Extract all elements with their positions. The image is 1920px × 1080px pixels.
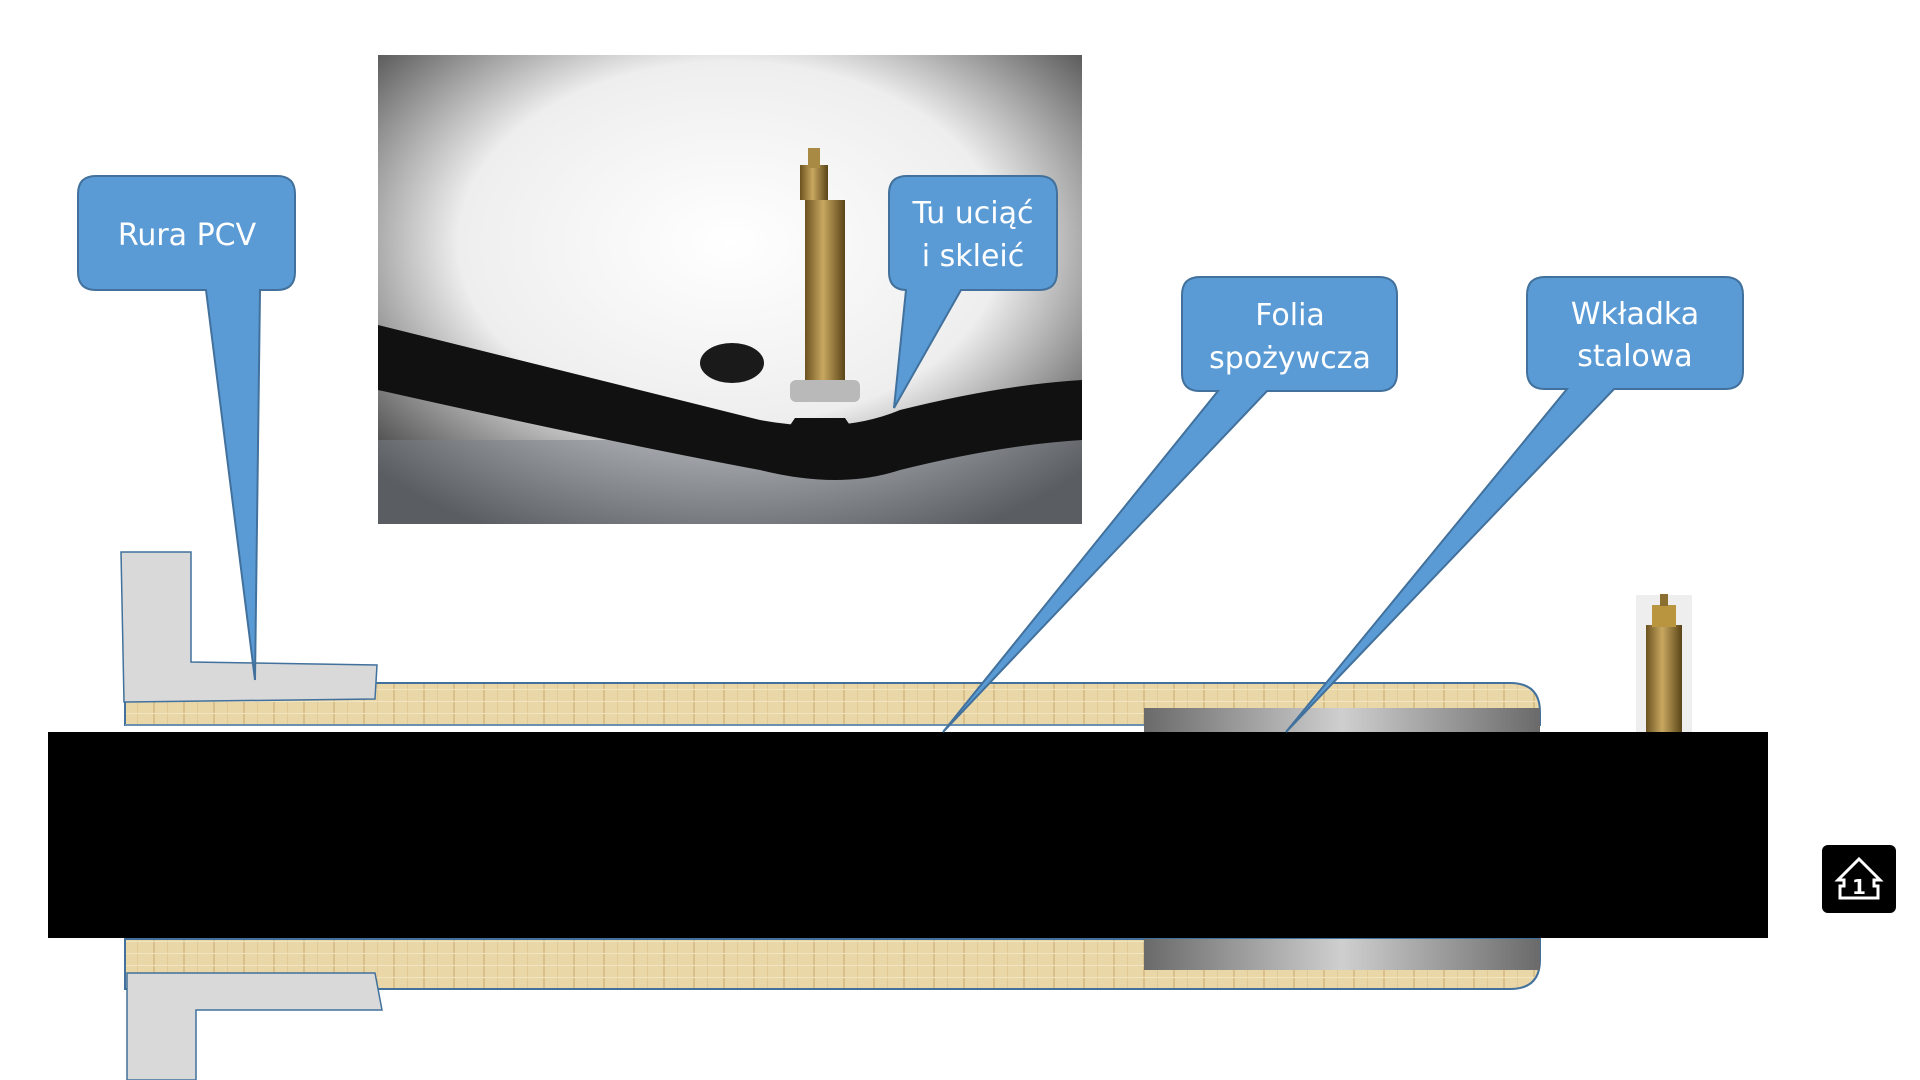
callout-insert: Wkładka stalowa	[1285, 276, 1744, 733]
home-level-label: 1	[1852, 875, 1866, 899]
pcv-pipe-bottom	[126, 972, 383, 1080]
callout-cut-line2: i skleić	[922, 239, 1025, 274]
callout-insert-line2: stalowa	[1577, 339, 1692, 374]
callout-cut: Tu uciąć i skleić	[888, 175, 1058, 409]
callout-pcv-text: Rura PCV	[118, 218, 257, 253]
callout-foil-line2: spożywcza	[1209, 341, 1371, 376]
steel-insert-top	[1144, 708, 1540, 732]
valve-small	[1636, 594, 1692, 732]
callout-foil: Folia spożywcza	[942, 276, 1398, 733]
pcv-pipe-top	[120, 551, 378, 703]
redacted-block	[48, 732, 1768, 938]
callout-pcv: Rura PCV	[77, 175, 296, 681]
callout-cut-line1: Tu uciąć	[911, 196, 1033, 231]
home-level-1-button[interactable]: 1	[1822, 845, 1896, 913]
callout-insert-line1: Wkładka	[1571, 297, 1699, 332]
home-level-1-icon	[1834, 856, 1884, 900]
steel-insert-bottom	[1144, 939, 1540, 970]
callout-foil-line1: Folia	[1255, 298, 1325, 333]
